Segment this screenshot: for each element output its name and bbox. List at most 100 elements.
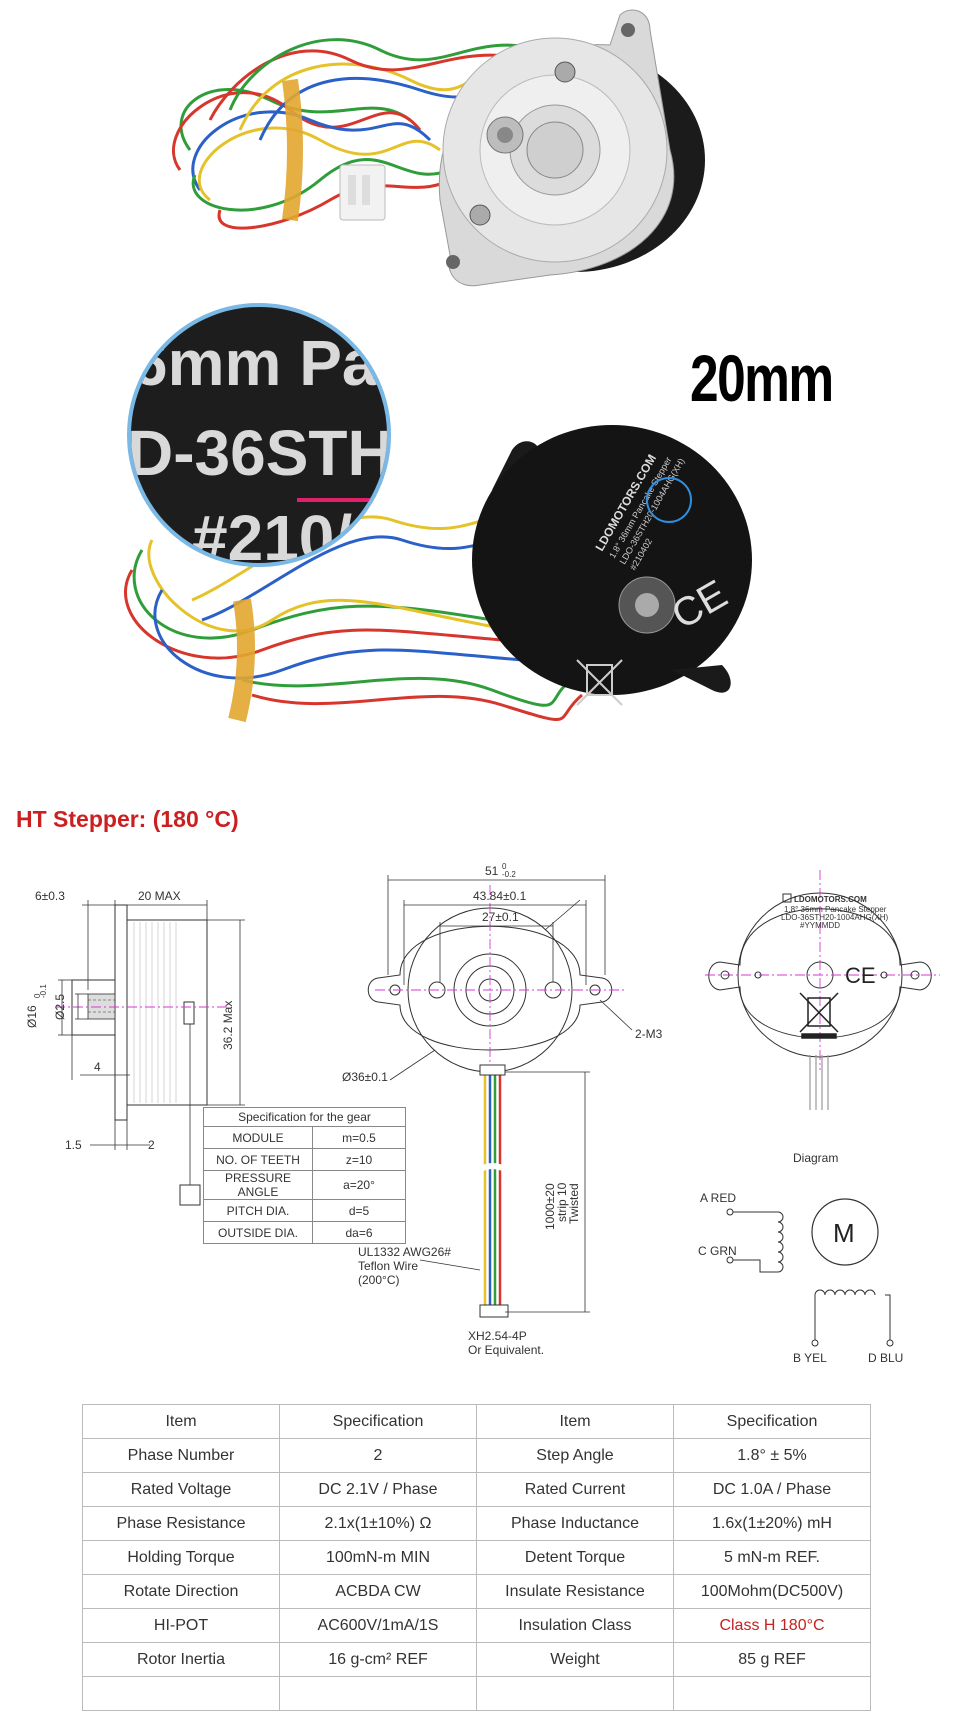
cell: Step Angle [476, 1438, 674, 1473]
cell: 100mN-m MIN [279, 1540, 477, 1575]
table-row: Phase Resistance 2.1x(1±10%) Ω Phase Ind… [82, 1506, 871, 1541]
cell: Detent Torque [476, 1540, 674, 1575]
cell: 2.1x(1±10%) Ω [279, 1506, 477, 1541]
header-item: Item [82, 1404, 280, 1439]
gear-param: NO. OF TEETH [203, 1148, 313, 1171]
back-brand: LDOMOTORS.COM [794, 895, 867, 904]
gear-value: da=6 [312, 1221, 406, 1244]
cell: 1.8° ± 5% [673, 1438, 871, 1473]
technical-drawing: 6±0.3 20 MAX Ø16 0 -0.1 Ø2.5 36.2 Max 4 … [25, 862, 940, 1365]
cell: 16 g-cm² REF [279, 1642, 477, 1677]
mount-hole [446, 255, 460, 269]
weee-bin-icon [799, 992, 839, 1039]
cell [673, 1676, 871, 1711]
dim-lead-length: 1000±20 [543, 1183, 557, 1230]
cell-highlight: Class H 180°C [673, 1608, 871, 1643]
cell: Rated Voltage [82, 1472, 280, 1507]
cell: AC600V/1mA/1S [279, 1608, 477, 1643]
motor-flange [438, 9, 675, 287]
motor-back-photo: CE LDOMOTORS.COM 1.8° 36mm Pancake Stepp… [124, 303, 752, 723]
spec-table: Item Specification Item Specification Ph… [82, 1404, 871, 1711]
cell: DC 1.0A / Phase [673, 1472, 871, 1507]
drawing-title: HT Stepper: (180 °C) [16, 806, 239, 832]
magnifier-zoom: 6mm Pan D-36STH20-1 #210/ [127, 303, 522, 567]
screw-icon [554, 61, 576, 83]
back-line2: LDO-36STH20-1004AHG(XH) [781, 913, 888, 922]
cell: Holding Torque [82, 1540, 280, 1575]
wire-d-label: D BLU [868, 1351, 903, 1365]
dim-motor-length: 20 MAX [138, 889, 181, 903]
connector-note-2: Or Equivalent. [468, 1343, 544, 1357]
gear-param: OUTSIDE DIA. [203, 1221, 313, 1244]
table-row: OUTSIDE DIA.da=6 [203, 1221, 406, 1244]
cell: 100Mohm(DC500V) [673, 1574, 871, 1609]
cell: 5 mN-m REF. [673, 1540, 871, 1575]
gear-value: z=10 [312, 1148, 406, 1171]
gear-value: a=20° [312, 1170, 406, 1200]
table-row: Rotate Direction ACBDA CW Insulate Resis… [82, 1574, 871, 1609]
cell: Rated Current [476, 1472, 674, 1507]
screw-icon [469, 204, 491, 226]
cell: Insulate Resistance [476, 1574, 674, 1609]
wire-a-label: A RED [700, 1191, 736, 1205]
cell: Insulation Class [476, 1608, 674, 1643]
dim-strip: strip 10 [555, 1182, 569, 1222]
cell: Phase Resistance [82, 1506, 280, 1541]
cell: Rotate Direction [82, 1574, 280, 1609]
pinion-gear [486, 116, 524, 154]
back-line3: #YYMMDD [800, 921, 840, 930]
dim-overall-tol-lower: -0.2 [502, 870, 516, 879]
dim-mount-thread: 2-M3 [635, 1027, 663, 1041]
back-ce-mark: CE [845, 963, 876, 988]
header-item: Item [476, 1404, 674, 1439]
gear-param: MODULE [203, 1126, 313, 1149]
dim-screw-spacing: 27±0.1 [482, 910, 519, 924]
mount-hole [621, 23, 635, 37]
dim-boss-diameter: Ø16 [25, 1005, 39, 1028]
dim-2: 2 [148, 1138, 155, 1152]
table-row: HI-POT AC600V/1mA/1S Insulation Class Cl… [82, 1608, 871, 1643]
cell: 1.6x(1±20%) mH [673, 1506, 871, 1541]
cell [279, 1676, 477, 1711]
dim-4: 4 [94, 1060, 101, 1074]
thickness-label: 20mm [690, 341, 834, 415]
cell: Rotor Inertia [82, 1642, 280, 1677]
motor-symbol [811, 1198, 879, 1266]
dim-overall-tol-upper: 0 [502, 862, 507, 871]
dim-boss-tol-upper: 0 [33, 993, 42, 998]
cell: 2 [279, 1438, 477, 1473]
cell [82, 1676, 280, 1711]
wire-note-1: UL1332 AWG26# [358, 1245, 451, 1259]
motor-front-photo [172, 9, 705, 287]
back-line1: 1.8° 36mm Pancake Stepper [784, 905, 887, 914]
wire-note-3: (200°C) [358, 1273, 399, 1287]
dim-hole-spacing: 43.84±0.1 [473, 889, 527, 903]
cell: Weight [476, 1642, 674, 1677]
header-spec: Specification [279, 1404, 477, 1439]
cell: ACBDA CW [279, 1574, 477, 1609]
wire-bundle [172, 38, 541, 230]
cell: HI-POT [82, 1608, 280, 1643]
gear-value: m=0.5 [312, 1126, 406, 1149]
weee-bin-icon [576, 659, 623, 706]
dim-body-diameter: Ø36±0.1 [342, 1070, 388, 1084]
header-spec: Specification [673, 1404, 871, 1439]
gear-spec-title: Specification for the gear [203, 1107, 406, 1127]
magnifier-line2: D-36STH20-1 [127, 417, 522, 489]
dim-body-height: 36.2 Max [221, 1001, 235, 1050]
cell: Phase Number [82, 1438, 280, 1473]
dim-1-5: 1.5 [65, 1138, 82, 1152]
dim-twisted: Twisted [567, 1183, 581, 1224]
side-view: 6±0.3 20 MAX Ø16 0 -0.1 Ø2.5 36.2 Max 4 … [25, 889, 245, 1206]
connector-note-1: XH2.54-4P [468, 1329, 527, 1343]
table-row: Rated Voltage DC 2.1V / Phase Rated Curr… [82, 1472, 871, 1507]
dim-flange-thickness: 6±0.3 [35, 889, 65, 903]
cell [476, 1676, 674, 1711]
gear-param: PRESSURE ANGLE [203, 1170, 313, 1200]
table-row: Holding Torque 100mN-m MIN Detent Torque… [82, 1540, 871, 1575]
table-row: PITCH DIA.d=5 [203, 1199, 406, 1222]
